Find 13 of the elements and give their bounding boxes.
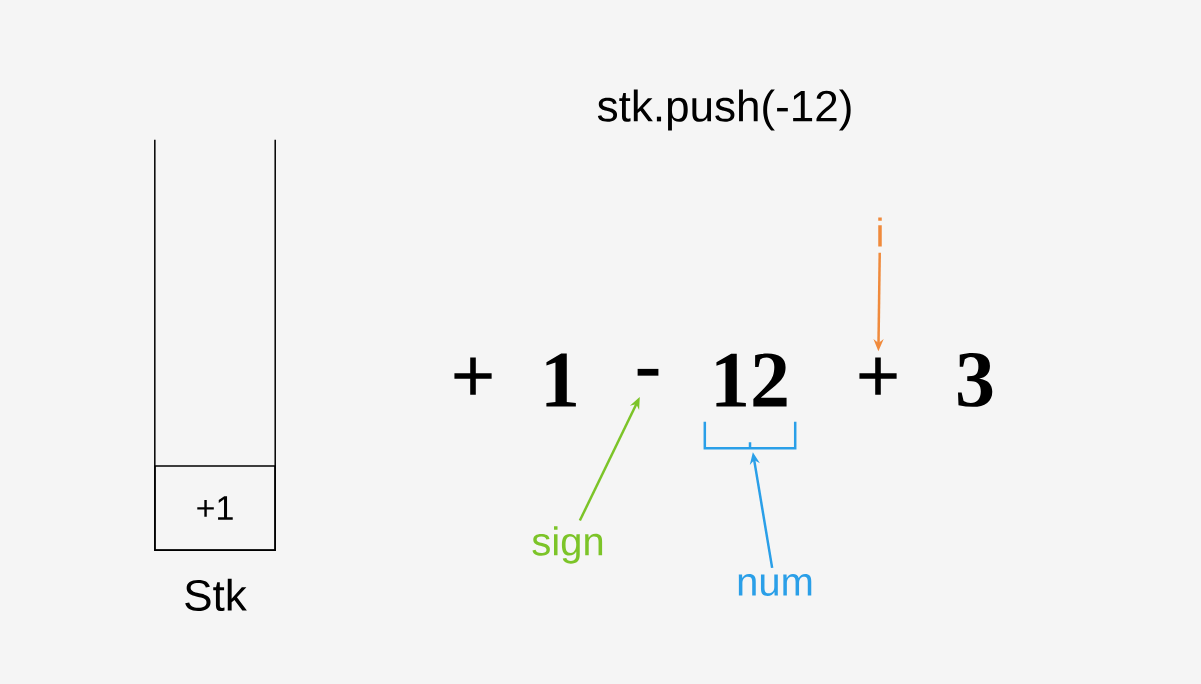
bracket: [703, 420, 797, 450]
expression-token: 12: [716, 353, 787, 407]
expression-token: +: [859, 357, 897, 395]
expression-token: +: [454, 357, 492, 395]
expression-token: -: [637, 368, 659, 376]
stack-label: Stk: [185, 578, 247, 612]
pointer-label: num: [738, 574, 812, 596]
title: stk.push(-12): [597, 89, 851, 131]
stack-cell: +1: [154, 465, 276, 551]
pointer-label: sign: [532, 526, 603, 564]
pointer-label: i: [878, 217, 882, 247]
expression-token: 1: [546, 353, 576, 407]
expression-token: 3: [958, 353, 993, 407]
